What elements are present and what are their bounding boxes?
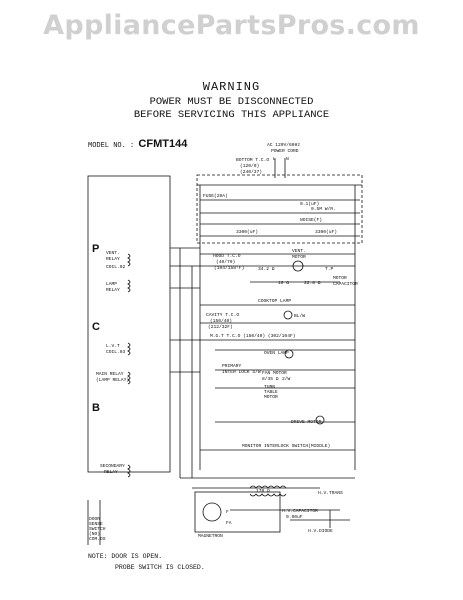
door-switch-line-3: SWITCH — [89, 526, 106, 532]
note-line-1: NOTE: DOOR IS OPEN. — [88, 553, 163, 560]
warning-title: WARNING — [202, 80, 261, 94]
drive-motor-label: DRIVE MOTOR — [291, 419, 322, 425]
vent-motor-line-1: VENT. — [292, 248, 306, 254]
hv-ohm-label: 170 Ω — [256, 488, 270, 494]
power-cord-line-2: POWER CORD — [271, 148, 299, 154]
warning-line-2: BEFORE SERVICING THIS APPLIANCE — [133, 109, 330, 121]
hv-capacitor-line-1: H.V.CAPACITOR — [282, 508, 318, 514]
hv-capacitor-line-2: 0.90uF — [286, 514, 303, 520]
cooktop-lamp-code: BL/W — [294, 313, 305, 319]
control-board-outline — [87, 175, 171, 473]
tp-label: T.P — [325, 266, 334, 272]
bottom-tco-value-2: (240/37) — [240, 169, 262, 175]
lvt-line-2: COIL.03 — [106, 349, 126, 355]
vent-motor-line-2: MOTOR — [292, 254, 306, 260]
terminal-fa: FA — [226, 520, 232, 526]
motor-capacitor-line-1: MOTOR — [333, 275, 347, 281]
model-number-row: MODEL NO. : CFMT144 — [88, 138, 187, 150]
primary-interlock-line-2: INTER LOCK S/W — [222, 369, 261, 375]
vent-ohm-3: 22.8 Ω — [304, 280, 321, 286]
cavity-tco-value-1: (150/40) — [210, 318, 232, 324]
turntable-line-1: TURN — [264, 384, 275, 390]
fan-motor-line-1: FAN MOTOR — [262, 370, 287, 376]
bottom-tco-value-1: (120/0) — [240, 163, 259, 169]
door-switch-line-1: DOOR — [89, 516, 100, 522]
turntable-line-3: MOTOR — [264, 394, 278, 400]
noise-filter-box — [196, 174, 363, 244]
vent-ohm-1: 34.2 Ω — [258, 266, 275, 272]
vent-relay-line-1: VENT. — [106, 250, 120, 256]
magnetron-label: MAGNETRON — [198, 533, 223, 539]
fan-motor-line-2: 8/35 Ω — [262, 376, 279, 382]
bottom-tco-label: BOTTOM T.C.O — [236, 157, 269, 163]
capacitor-2-label: 3300(uF) — [236, 229, 258, 235]
turntable-line-2: TABLE — [264, 389, 278, 395]
capacitor-label: 0.1(uF) — [300, 201, 319, 207]
section-b: B — [92, 402, 100, 414]
mgt-tco-label: M.G.T T.C.O (150/40) (302/104F) — [210, 333, 295, 339]
site-watermark: AppliancePartsPros.com — [43, 10, 420, 41]
lvt-line-1: L.V.T — [106, 343, 120, 349]
cooktop-lamp-label: COOKTOP LAMP — [258, 298, 291, 304]
door-switch-line-2: SENSE — [89, 521, 103, 527]
vent-relay-line-3: COIL.02 — [106, 264, 126, 270]
power-cord-line-1: AC 120V/60Hz — [267, 142, 300, 148]
warning-line-1: POWER MUST BE DISCONNECTED — [149, 96, 314, 108]
model-label: MODEL NO. : — [88, 142, 135, 150]
primary-interlock-line-1: PRIMARY — [222, 363, 242, 369]
main-relay-line-2: (LAMP RELAY) — [96, 377, 129, 383]
secondary-relay-line-2: RELAY — [104, 469, 118, 475]
model-number: CFMT144 — [138, 138, 188, 150]
cavity-tco-label: CAVITY T.C.O — [206, 312, 239, 318]
door-switch-line-5: COM.DS — [89, 536, 106, 542]
note-line-2: PROBE SWITCH IS CLOSED. — [115, 564, 205, 571]
cavity-tco-value-2: (212/32F) — [208, 324, 233, 330]
secondary-relay-line-1: SECONDARY — [100, 463, 125, 469]
door-switch-line-4: (NO) — [89, 531, 100, 537]
section-c: C — [92, 321, 100, 333]
terminal-f: F — [226, 509, 229, 515]
power-pin-l: L — [273, 156, 276, 162]
main-relay-line-1: MAIN RELAY — [96, 371, 124, 377]
hood-tco-value-1: (40/70) — [216, 259, 235, 265]
vent-ohm-2: 16 Ω — [278, 280, 289, 286]
hv-trans-label: H.V.TRANS — [318, 490, 343, 496]
power-pin-n: N — [286, 156, 289, 162]
lamp-relay-line-1: LAMP — [106, 281, 117, 287]
hood-tco-label: HOOD T.C.O — [213, 253, 241, 259]
capacitor-3-label: 3300(uF) — [315, 229, 337, 235]
oven-lamp-label: OVEN LAMP — [264, 350, 289, 356]
hood-tco-value-2: (104/158°F) — [214, 265, 244, 271]
motor-capacitor-line-2: CAPACITOR — [333, 281, 358, 287]
resistor-label: 0.5M W/R. — [311, 206, 336, 212]
fan-motor-line-3: 2/W — [282, 376, 291, 382]
fuse-label: FUSE(20A) — [203, 193, 228, 199]
monitor-switch-label: MONITOR INTERLOCK SWITCH(MIDDLE) — [242, 443, 330, 449]
section-p: P — [92, 243, 99, 255]
lamp-relay-line-2: RELAY — [106, 287, 120, 293]
noise-label: NOISE(F) — [300, 217, 322, 223]
vent-relay-line-2: RELAY — [106, 256, 120, 262]
hv-diode-label: H.V.DIODE — [308, 528, 333, 534]
